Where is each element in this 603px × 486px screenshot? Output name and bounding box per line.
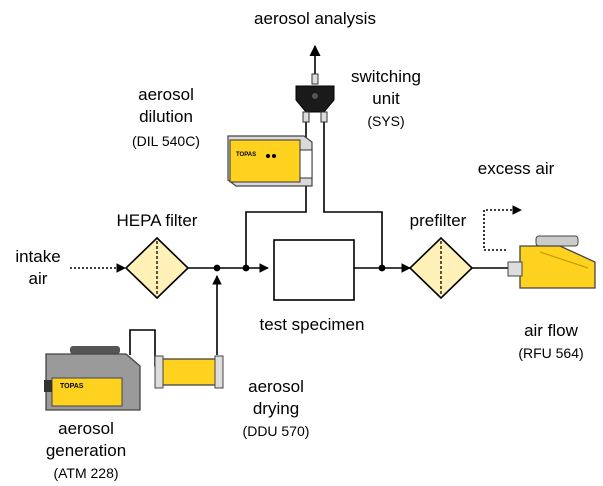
- label-aerosol-drying-line2: drying: [253, 399, 299, 418]
- label-switching-unit-model: (SYS): [367, 113, 404, 129]
- label-aerosol-drying-model: (DDU 570): [243, 423, 310, 439]
- label-aerosol-generation-line2: generation: [46, 441, 126, 460]
- generation-logo-text: TOPAS: [60, 383, 84, 390]
- label-hepa-filter: HEPA filter: [117, 211, 198, 230]
- dilution-logo-text: TOPAS: [236, 152, 256, 158]
- test-specimen-box: [273, 239, 355, 301]
- labels: aerosol analysis switching unit (SYS) ae…: [15, 9, 583, 481]
- switching-unit-device: [295, 73, 335, 123]
- label-aerosol-generation-model: (ATM 228): [53, 465, 118, 481]
- label-prefilter: prefilter: [410, 211, 467, 230]
- label-excess-air: excess air: [478, 159, 555, 178]
- label-aerosol-dilution-line2: dilution: [139, 107, 193, 126]
- label-intake-air-line2: air: [29, 269, 48, 288]
- aerosol-dilution-device: TOPAS: [227, 135, 313, 187]
- label-aerosol-drying-line1: aerosol: [248, 377, 304, 396]
- label-aerosol-dilution-line1: aerosol: [138, 85, 194, 104]
- label-aerosol-dilution-model: (DIL 540C): [132, 133, 200, 149]
- label-air-flow: air flow: [524, 321, 579, 340]
- label-intake-air-line1: intake: [15, 247, 60, 266]
- label-aerosol-analysis: aerosol analysis: [254, 9, 376, 28]
- hepa-filter-symbol: [124, 236, 190, 300]
- aerosol-generation-device: TOPAS: [44, 346, 141, 411]
- label-switching-unit-line1: switching: [351, 67, 421, 86]
- air-flow-device: [507, 235, 596, 289]
- label-air-flow-model: (RFU 564): [518, 345, 583, 361]
- prefilter-symbol: [408, 236, 474, 300]
- label-switching-unit-line2: unit: [372, 89, 400, 108]
- label-test-specimen: test specimen: [260, 315, 365, 334]
- label-aerosol-generation-line1: aerosol: [58, 419, 114, 438]
- junction-dots: [213, 264, 386, 272]
- aerosol-drying-device: [154, 355, 224, 389]
